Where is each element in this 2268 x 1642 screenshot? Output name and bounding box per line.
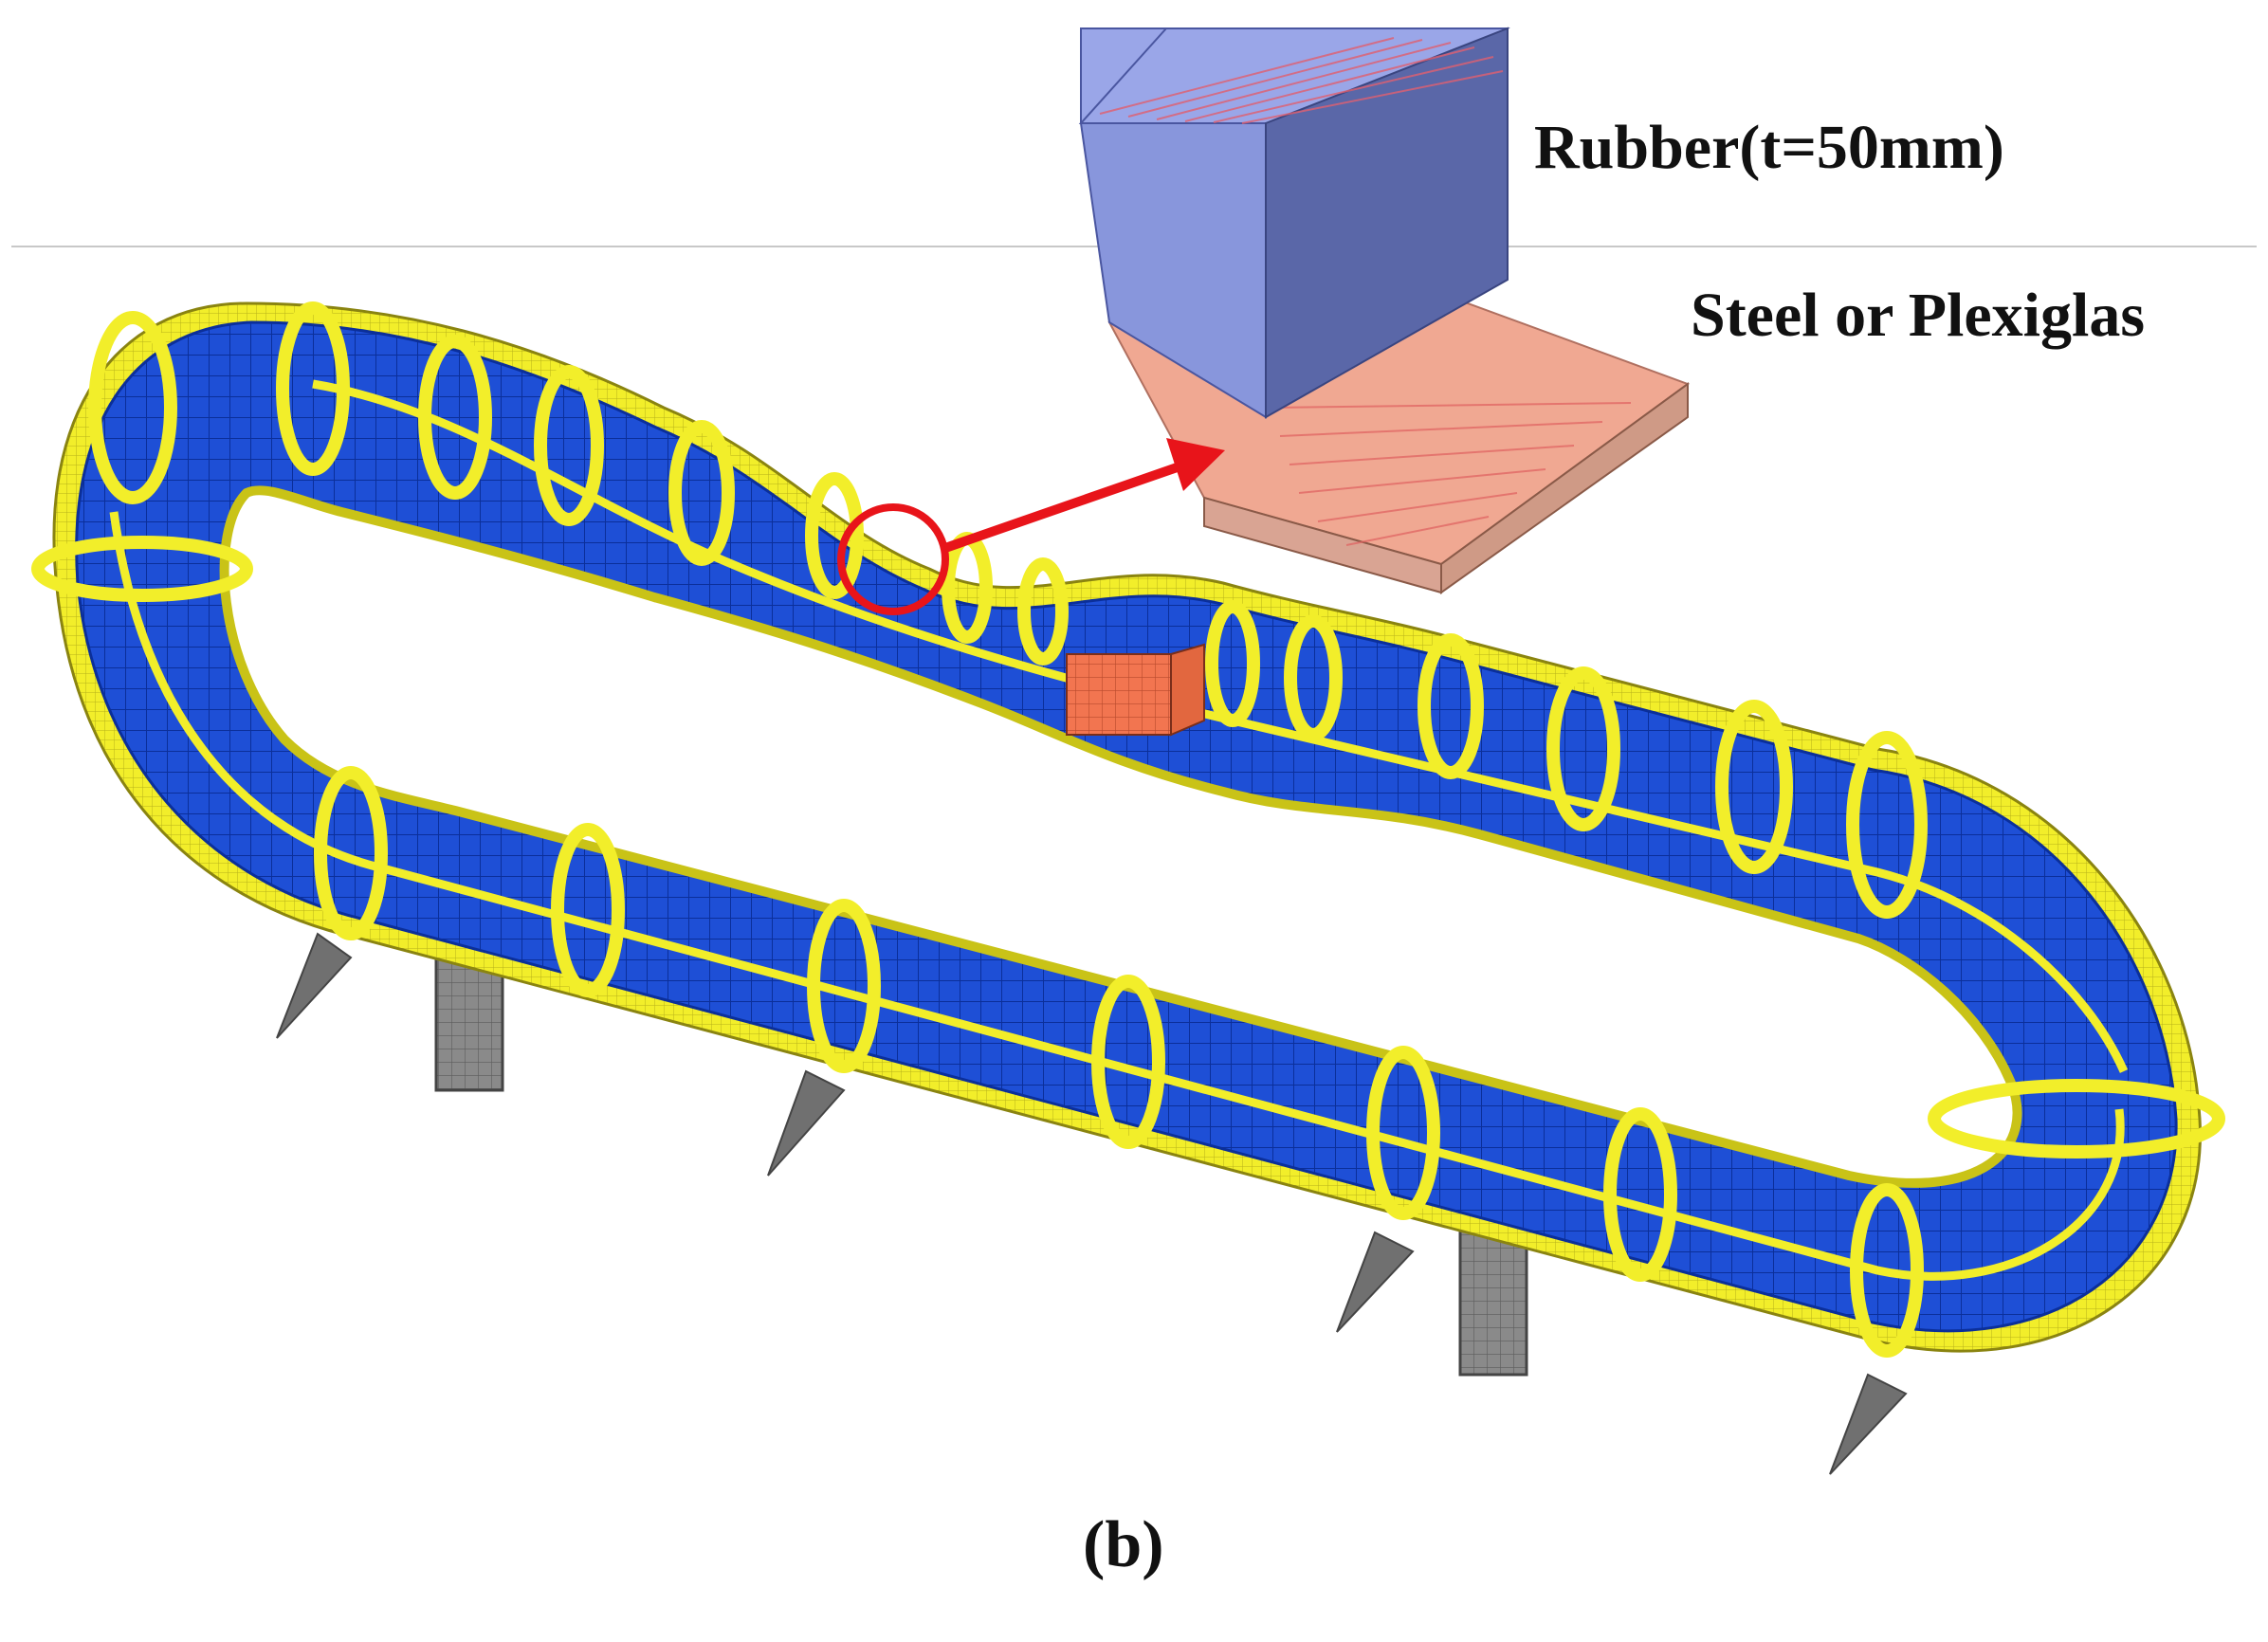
material-inset-block — [1078, 27, 1691, 594]
caption-letter: b — [1105, 1508, 1143, 1581]
pipe-loop — [52, 301, 2202, 1353]
caption-open: ( — [1083, 1508, 1106, 1581]
rubber-label: Rubber(t=50mm) — [1534, 113, 2004, 182]
red-arrow — [943, 438, 1225, 553]
steel-label: Steel or Plexiglas — [1691, 281, 2146, 350]
red-circle-marker — [837, 503, 949, 615]
orange-block — [1066, 643, 1205, 737]
pipe-rings — [31, 301, 2225, 1358]
figure-caption: (b) — [1083, 1507, 1164, 1583]
caption-close: ) — [1142, 1508, 1164, 1581]
support-fins — [276, 932, 1908, 1475]
